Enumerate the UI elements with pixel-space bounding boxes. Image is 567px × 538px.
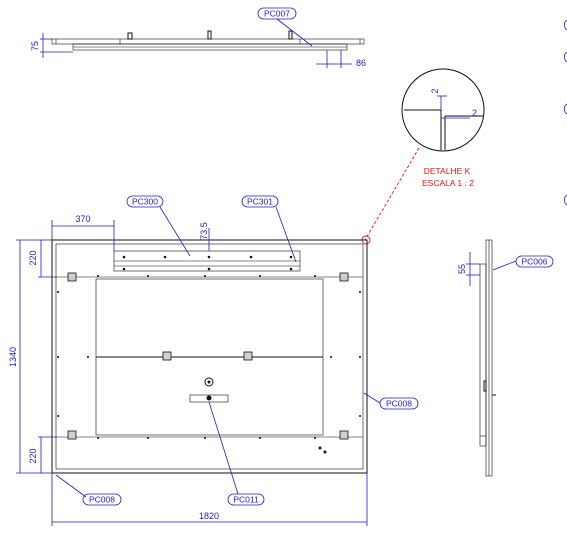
- callout-pc008-right: PC008: [363, 392, 419, 410]
- detail-2-vertical-text: 2: [430, 88, 440, 93]
- callout-pc007: PC007: [257, 7, 313, 47]
- callout-pc301: PC301: [241, 195, 297, 263]
- detail-leader: [364, 147, 420, 241]
- dim-73-5: 73.5: [199, 222, 210, 251]
- dim-370-text: 370: [75, 214, 90, 224]
- dim-1340: 1340: [8, 239, 38, 474]
- side-view: [479, 239, 496, 477]
- callout-pc008-left: PC008: [55, 474, 122, 506]
- pc008-right-label: PC008: [386, 399, 412, 409]
- dim-370: 370: [51, 214, 115, 251]
- front-view: [51, 239, 368, 474]
- dim-1820: 1820: [51, 473, 368, 526]
- dim-55-text: 55: [457, 264, 467, 274]
- dim-220-lower-text: 220: [28, 448, 38, 463]
- detail-title: DETALHE K: [424, 166, 471, 176]
- dim-75-text: 75: [30, 41, 40, 51]
- callout-pc011: PC011: [208, 401, 265, 506]
- pc006-label: PC006: [522, 257, 548, 267]
- callout-pc006: PC006: [492, 255, 554, 271]
- dim-86-text: 86: [356, 58, 366, 68]
- dim-55: 55: [457, 252, 480, 286]
- dim-220-lower: 220: [28, 436, 56, 474]
- top-view: [51, 30, 365, 51]
- pc011-label: PC011: [233, 495, 259, 505]
- detail-2-horizontal-text: 2: [472, 108, 477, 118]
- dim-top-right: 86: [316, 50, 366, 68]
- dim-top-height: 75: [30, 33, 73, 58]
- pc008-left-label: PC008: [89, 495, 115, 505]
- dim-1820-text: 1820: [199, 511, 219, 521]
- detail-k: 2 2: [401, 68, 485, 152]
- detail-scale: ESCALA 1 : 2: [422, 178, 474, 188]
- pc300-label: PC300: [132, 197, 158, 207]
- dim-73-5-text: 73.5: [199, 222, 209, 240]
- callout-pc300: PC300: [126, 195, 191, 257]
- dim-220-upper-text: 220: [28, 250, 38, 265]
- dim-220-upper: 220: [28, 239, 56, 278]
- pc301-label: PC301: [247, 197, 273, 207]
- dim-1340-text: 1340: [8, 347, 18, 367]
- pc007-label: PC007: [264, 9, 290, 19]
